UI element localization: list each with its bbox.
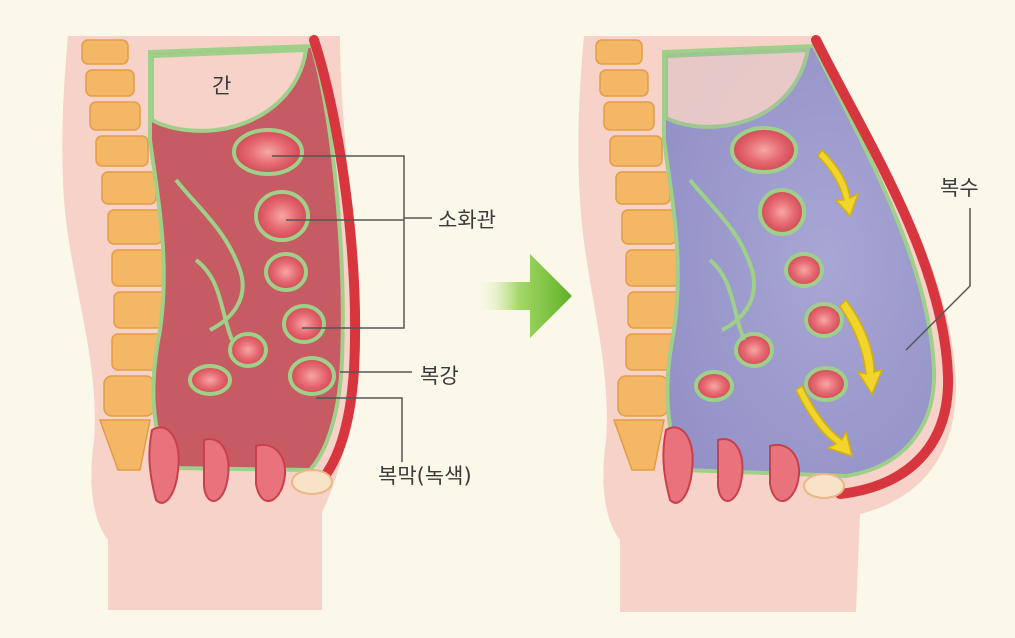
ascites-leader-line — [905, 208, 971, 351]
fluid-flow-arrows — [795, 148, 884, 458]
left-spine — [81, 39, 169, 471]
left-abdominal-wall — [307, 35, 361, 495]
transition-arrow — [474, 254, 572, 338]
label-gi-tract: 소화관 — [438, 208, 496, 232]
label-ascites: 복수 — [940, 176, 979, 200]
label-liver: 간 — [212, 74, 232, 98]
left-normal-abdomen — [62, 35, 432, 610]
right-liver — [664, 47, 811, 129]
right-pelvic-organs — [662, 426, 845, 504]
right-abdominal-wall — [811, 35, 954, 499]
right-ascites-abdomen — [578, 35, 971, 612]
left-liver — [150, 47, 309, 133]
left-leader-lines — [272, 155, 432, 462]
left-intestines — [174, 128, 336, 396]
label-peritoneum: 복막(녹색) — [378, 464, 472, 488]
left-pelvic-organs — [148, 426, 333, 504]
right-spine — [595, 39, 683, 471]
label-abdominal-cavity: 복강 — [420, 364, 459, 388]
right-intestines — [688, 126, 848, 402]
